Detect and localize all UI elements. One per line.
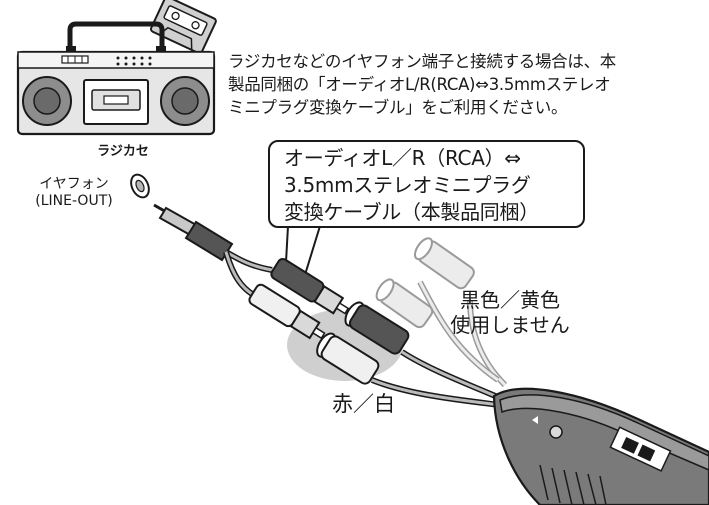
description-line: ラジカセなどのイヤフォン端子と接続する場合は、本: [228, 52, 616, 71]
adapter-device: [492, 387, 709, 505]
male-rca-plug-upper: [270, 258, 350, 315]
unused-plugs-label-line: 黒色／黄色: [460, 288, 560, 312]
cassette-tape-icon: [150, 0, 217, 55]
description-line: 製品同梱の「オーディオL/R(RCA)⇔3.5mmステレオ: [228, 75, 611, 94]
mini-plug-cable: [153, 203, 273, 301]
earphone-label-line: イヤフォン: [39, 176, 109, 192]
description-line: ミニプラグ変換ケーブル」をご利用ください。: [228, 98, 568, 117]
cable-callout-line: 3.5mmステレオミニプラグ: [284, 173, 531, 197]
cable-callout-line: 変換ケーブル（本製品同梱）: [284, 200, 539, 224]
cable-callout-box: オーディオL／R（RCA）⇔ 3.5mmステレオミニプラグ 変換ケーブル（本製品…: [268, 140, 585, 228]
earphone-jack-icon: [130, 173, 150, 199]
unused-rca-plugs: [375, 237, 508, 388]
description-text: ラジカセなどのイヤフォン端子と接続する場合は、本 製品同梱の「オーディオL/R(…: [228, 50, 706, 119]
male-rca-plug-lower: [248, 283, 326, 340]
cable-callout-line: オーディオL／R（RCA）⇔: [284, 146, 521, 170]
used-plugs-label: 赤／白: [332, 392, 395, 416]
female-rca-plug-upper: [344, 301, 410, 355]
unused-plugs-label: 黒色／黄色 使用しません: [425, 288, 595, 338]
female-rca-plug-lower: [316, 332, 380, 385]
boombox-label: ラジカセ: [97, 144, 149, 159]
unused-plugs-label-line: 使用しません: [450, 313, 570, 337]
earphone-label-line: (LINE-OUT): [35, 193, 113, 209]
earphone-label: イヤフォン (LINE-OUT): [4, 176, 144, 210]
boombox-icon: [16, 21, 216, 136]
